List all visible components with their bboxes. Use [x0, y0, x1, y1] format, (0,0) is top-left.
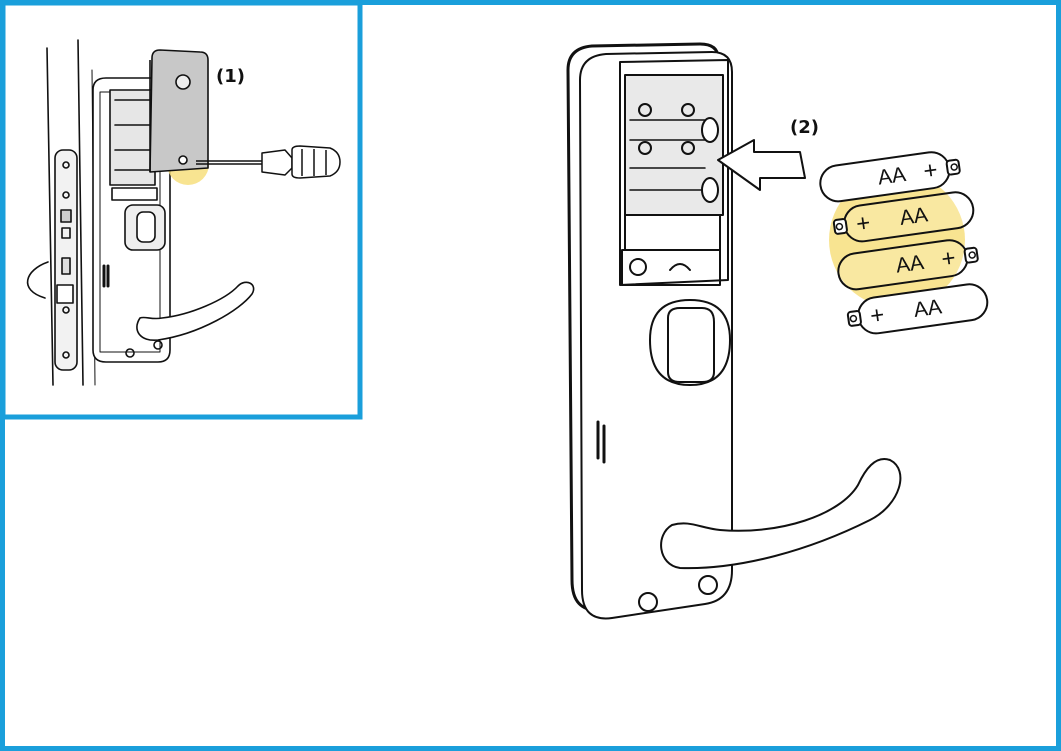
battery-label: AA — [876, 163, 907, 190]
battery-plus-sign: + — [868, 301, 886, 330]
battery-label: AA — [894, 251, 925, 278]
aa-battery: AA + — [819, 151, 961, 203]
battery-cover — [149, 49, 209, 173]
battery-plus-sign: + — [940, 245, 958, 274]
aa-battery: AA + — [846, 283, 989, 335]
battery-label: AA — [912, 295, 943, 322]
screwdriver — [196, 145, 341, 179]
step-2-illustration — [566, 42, 902, 620]
battery-label: AA — [898, 203, 929, 230]
aa-battery: AA + — [837, 239, 979, 291]
battery-plus-sign: + — [922, 157, 940, 186]
step-1-label: (1) — [216, 66, 245, 87]
aa-battery: AA + — [832, 191, 975, 243]
battery-plus-sign: + — [854, 209, 872, 238]
step-2-label: (2) — [790, 117, 819, 138]
battery-group: AA+AA+AA+AA+ — [819, 151, 989, 335]
insert-arrow — [717, 139, 806, 191]
